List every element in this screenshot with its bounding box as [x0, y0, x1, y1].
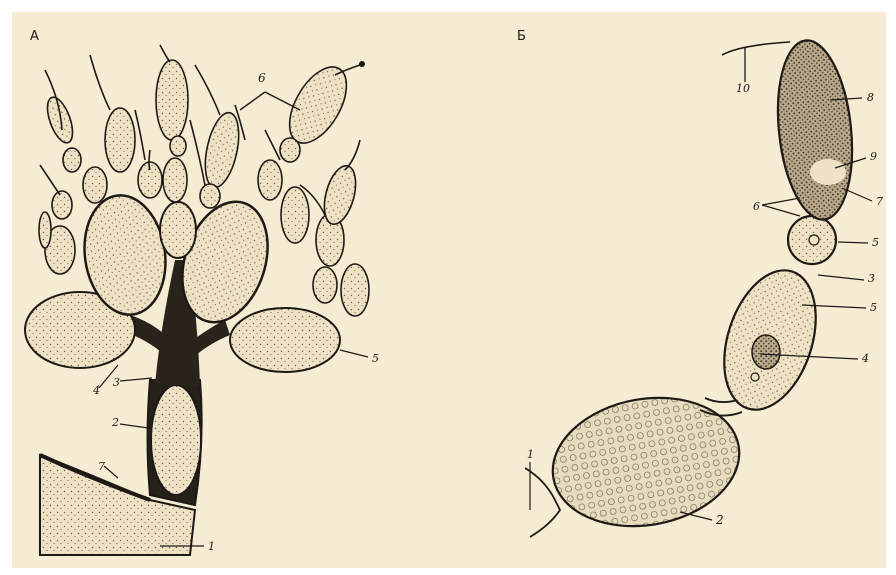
panel-b-label: Б [517, 29, 526, 44]
panel-a-cell-right [230, 308, 340, 372]
panel-b-label-6: 6 [753, 200, 760, 213]
panel-a-label-2: 2 [111, 416, 119, 429]
panel-b-label-8: 8 [867, 91, 874, 104]
panel-b-label-1: 1 [527, 448, 534, 461]
panel-a-label-1: 1 [208, 540, 215, 553]
panel-b-label-9: 9 [870, 150, 877, 163]
panel-a-label-4: 4 [92, 384, 100, 397]
panel-b-label-5a: 5 [872, 236, 879, 249]
panel-a-label: А [30, 29, 39, 44]
panel-a: А [25, 29, 379, 555]
panel-b-label-10: 10 [736, 82, 750, 95]
panel-a-label-6: 6 [258, 71, 266, 85]
panel-a-label-5: 5 [372, 352, 379, 365]
panel-b: Б 10 8 9 [517, 29, 883, 540]
panel-b-nucleus [752, 335, 780, 369]
panel-a-label-3: 3 [113, 376, 120, 389]
panel-b-label-2: 2 [715, 513, 724, 527]
panel-b-label-7: 7 [876, 195, 883, 208]
panel-a-basal-cell [151, 385, 201, 495]
panel-b-label-4: 4 [861, 352, 869, 365]
panel-b-label-3: 3 [868, 272, 875, 285]
panel-b-label-5b: 5 [870, 301, 877, 314]
panel-b-sporangium [770, 37, 860, 224]
